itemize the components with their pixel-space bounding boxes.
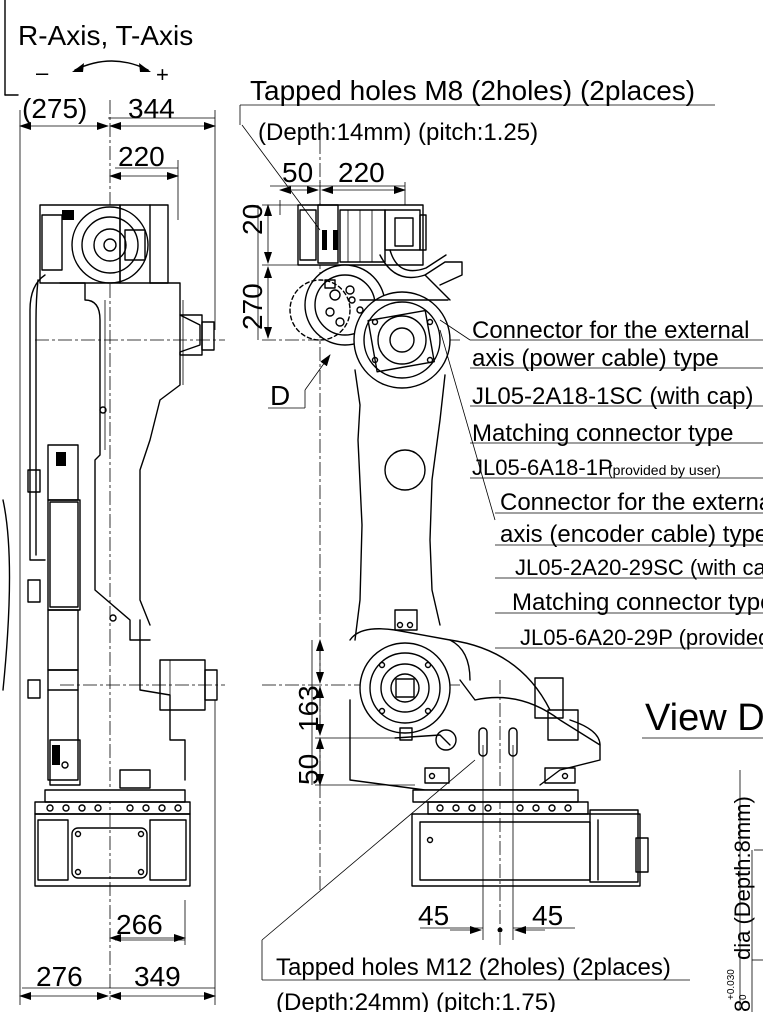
dim-220-front: 220 xyxy=(118,141,165,172)
power-connector-line5: JL05-6A18-1P xyxy=(472,455,613,480)
dim-344: 344 xyxy=(128,93,175,124)
dim-163: 163 xyxy=(293,685,324,732)
dim-50-top: 50 xyxy=(282,157,313,188)
encoder-connector-line5: JL05-6A20-29P (provided by user) xyxy=(520,625,763,650)
left-edge-fragments xyxy=(2,0,19,691)
pin-tolerance-zero: 0 xyxy=(738,994,749,1000)
power-connector-line4: Matching connector type xyxy=(472,420,733,447)
side-view-robot xyxy=(262,140,649,945)
power-connector-line5-note: (provided by user) xyxy=(608,462,721,478)
detail-letter-d: D xyxy=(270,380,290,411)
power-connector-line1: Connector for the external xyxy=(472,317,750,344)
dim-266: 266 xyxy=(116,909,163,940)
view-d-label: View D xyxy=(645,697,763,739)
dim-45-left: 45 xyxy=(418,900,449,931)
dim-220-side: 220 xyxy=(338,157,385,188)
dim-45-right: 45 xyxy=(532,900,563,931)
front-base-bolts xyxy=(46,804,182,812)
dim-349: 349 xyxy=(134,961,181,992)
pin-tolerance-plus: +0.030 xyxy=(726,969,737,1000)
pin-label: dia (Depth:8mm) xyxy=(730,796,755,960)
front-view-dimensions xyxy=(19,110,216,1005)
minus-sign: – xyxy=(36,60,49,85)
dim-275: (275) xyxy=(22,93,87,124)
encoder-connector-line3: JL05-2A20-29SC (with cap) xyxy=(515,555,763,580)
encoder-connector-line4: Matching connector type xyxy=(512,589,763,616)
m8-callout-line2: (Depth:14mm) (pitch:1.25) xyxy=(258,119,538,146)
dim-276: 276 xyxy=(36,961,83,992)
pin-diameter: 8 xyxy=(730,1000,755,1012)
dim-20: 20 xyxy=(237,204,268,235)
side-view-dimensions xyxy=(257,182,575,940)
plus-sign: + xyxy=(156,62,169,87)
m12-callout-line1: Tapped holes M12 (2holes) (2places) xyxy=(276,954,671,981)
encoder-connector-line1: Connector for the external xyxy=(500,489,763,516)
m12-callout-line2: (Depth:24mm) (pitch:1.75) xyxy=(276,989,556,1012)
side-base-bolts xyxy=(436,804,572,812)
leader-lines xyxy=(239,104,763,1012)
power-connector-line3: JL05-2A18-1SC (with cap) xyxy=(472,383,753,410)
m8-callout-line1: Tapped holes M8 (2holes) (2places) xyxy=(250,75,695,106)
power-connector-line2: axis (power cable) type xyxy=(472,345,719,372)
dim-50-bottom: 50 xyxy=(293,754,324,785)
front-view-robot xyxy=(27,60,225,1000)
encoder-connector-line2: axis (encoder cable) type xyxy=(500,521,763,548)
axis-title: R-Axis, T-Axis xyxy=(18,20,193,51)
dim-270: 270 xyxy=(237,283,268,330)
